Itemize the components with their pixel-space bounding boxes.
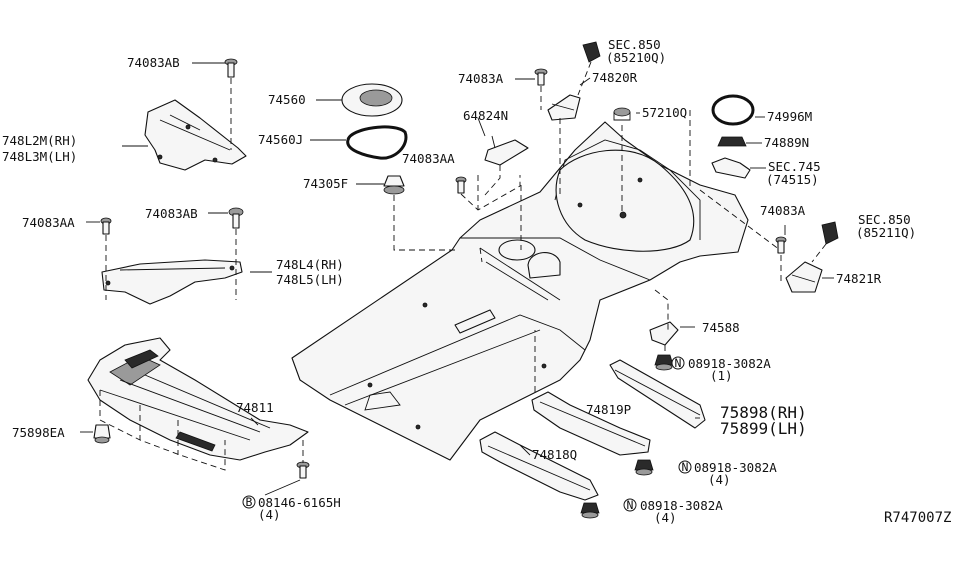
- label-74305F: 74305F: [303, 176, 348, 191]
- nut-symbol-2: N: [682, 460, 689, 474]
- member-74818Q: [479, 431, 599, 501]
- bracket-74820R: [547, 77, 591, 121]
- rail-75898: [609, 359, 706, 429]
- panel-748L4: [101, 259, 243, 305]
- label-75898: 75898(RH): [720, 403, 807, 422]
- bolt-74083AA-mid: [455, 175, 521, 211]
- guide-line-3: [699, 189, 781, 251]
- bolt-74083AB-top: [192, 58, 238, 150]
- label-74820R: 74820R: [592, 70, 638, 85]
- nut-08918-2: [634, 459, 692, 476]
- bolt-74083AB-left: [208, 207, 244, 300]
- label-74819P: 74819P: [586, 402, 631, 417]
- label-74560J: 74560J: [258, 132, 303, 147]
- label-08918-2-qty: (4): [708, 472, 731, 487]
- bracket-sec745: [689, 110, 766, 190]
- label-08146-qty: (4): [258, 507, 281, 522]
- bolt-75898EA: [80, 424, 111, 444]
- bolt-74083A-right: [775, 225, 787, 285]
- label-748L4: 748L4(RH): [276, 257, 344, 272]
- nut-symbol-1: N: [675, 356, 682, 370]
- label-748L3M: 748L3M(LH): [2, 149, 77, 164]
- label-08918-3: 08918-3082A: [640, 498, 723, 513]
- label-74083AB-top: 74083AB: [127, 55, 180, 70]
- label-sec850-top-ref: (85210Q): [606, 50, 666, 65]
- label-748L2M: 748L2M(RH): [2, 133, 77, 148]
- label-75899: 75899(LH): [720, 419, 807, 438]
- bolt-symbol: B: [246, 495, 253, 509]
- bolt-74083A-top: [515, 68, 548, 110]
- label-74083AA-left: 74083AA: [22, 215, 75, 230]
- label-748L5: 748L5(LH): [276, 272, 344, 287]
- grommet-57210Q: [613, 107, 640, 215]
- diagram-id: R747007Z: [884, 510, 951, 526]
- label-74560: 74560: [268, 92, 306, 107]
- label-74811: 74811: [236, 400, 274, 415]
- nut-08918-3: [580, 498, 637, 519]
- ring-74560J: [310, 125, 408, 160]
- label-08918-1: 08918-3082A: [688, 356, 771, 371]
- labels: 74083AB 748L2M(RH) 748L3M(LH) 74560 7456…: [2, 37, 951, 526]
- label-sec745-ref: (74515): [766, 172, 819, 187]
- ring-74996M: [711, 94, 765, 126]
- panel-748L2M: [144, 99, 247, 171]
- member-74819P: [531, 330, 651, 456]
- label-57210Q: 57210Q: [642, 105, 687, 120]
- label-sec850-right: SEC.850: [858, 212, 911, 227]
- nut-08918-1: [654, 354, 685, 371]
- label-64824N: 64824N: [463, 108, 508, 123]
- label-75898EA: 75898EA: [12, 425, 65, 440]
- label-74818Q: 74818Q: [532, 447, 577, 462]
- pad-74889N: [717, 136, 762, 147]
- grommet-74305F: [356, 175, 455, 251]
- bolt-08146: [242, 440, 310, 509]
- bolt-74083AA-left: [86, 217, 112, 300]
- bracket-74588: [649, 289, 695, 355]
- sec850-right-part: [811, 221, 839, 263]
- sec850-top-part: [577, 41, 601, 96]
- label-sec850-top: SEC.850: [608, 37, 661, 52]
- label-74083A-top: 74083A: [458, 71, 504, 86]
- label-74588: 74588: [702, 320, 740, 335]
- label-sec745: SEC.745: [768, 159, 821, 174]
- label-74083A-right: 74083A: [760, 203, 806, 218]
- label-74821R: 74821R: [836, 271, 882, 286]
- cap-74560: [316, 83, 403, 117]
- main-floor-panel: [291, 121, 749, 461]
- crossmember-74811: [87, 337, 309, 471]
- label-08146: 08146-6165H: [258, 495, 341, 510]
- label-08918-3-qty: (4): [654, 510, 677, 525]
- label-74083AB-left: 74083AB: [145, 206, 198, 221]
- label-74083AA-mid: 74083AA: [402, 151, 455, 166]
- label-08918-2: 08918-3082A: [694, 460, 777, 475]
- label-08918-1-qty: (1): [710, 368, 733, 383]
- bracket-74821R: [785, 261, 834, 293]
- label-74889N: 74889N: [764, 135, 809, 150]
- label-74996M: 74996M: [767, 109, 812, 124]
- bracket-64824N: [477, 117, 529, 196]
- nut-symbol-3: N: [627, 498, 634, 512]
- label-sec850-right-ref: (85211Q): [856, 225, 916, 240]
